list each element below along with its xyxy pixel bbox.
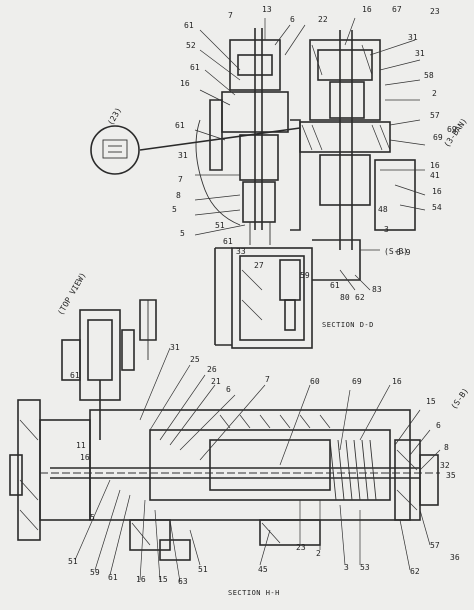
callout-number: 35: [446, 471, 456, 480]
callout-number: 45: [258, 565, 268, 574]
callout-number: 5: [180, 229, 185, 238]
callout-number: 69: [433, 133, 443, 142]
callout-number: 31: [415, 49, 425, 58]
callout-number: 23: [296, 543, 306, 552]
upper-valve-assembly: [139, 28, 416, 349]
callout-number: 23: [430, 7, 440, 16]
callout-number: 61: [223, 237, 233, 246]
callout-number: 54: [432, 203, 442, 212]
callout-number: 7: [265, 375, 270, 384]
callout-number: 62: [355, 293, 365, 302]
callout-number: 8: [444, 443, 449, 452]
lower-shaft-assembly: [9, 299, 440, 561]
callout-number: 61: [184, 21, 194, 30]
callout-number: 15: [426, 397, 436, 406]
callout-number: 52: [186, 41, 196, 50]
callout-number: 51: [215, 221, 225, 230]
callout-number: 61: [108, 573, 118, 582]
callout-number: 48: [378, 205, 388, 214]
callout-number: 3: [344, 563, 349, 572]
callout-number: 61: [330, 281, 340, 290]
callout-number: 6-9: [396, 248, 411, 257]
rotated-label-bottom-right: (S-B): [449, 386, 470, 411]
callout-number: 22: [318, 15, 328, 24]
callout-number: 57: [430, 541, 440, 550]
callout-number: 7: [178, 175, 183, 184]
callout-number: 41: [430, 171, 440, 180]
callout-number: 60: [310, 377, 320, 386]
callout-number: 3: [384, 225, 389, 234]
callout-number: 16: [430, 161, 440, 170]
callout-number: 15: [158, 575, 168, 584]
callout-number: 80: [340, 293, 350, 302]
callout-number: 6: [290, 15, 295, 24]
callout-number: 16: [392, 377, 402, 386]
callout-number: 27: [254, 261, 264, 270]
callout-number: 26: [207, 365, 217, 374]
callout-number: 5: [172, 205, 177, 214]
callout-leaders-lower: [74, 347, 441, 583]
callout-number: 7: [228, 11, 233, 20]
callout-number: 6: [226, 385, 231, 394]
callout-number: 16: [80, 453, 90, 462]
callout-number: 8: [176, 191, 181, 200]
callout-number: 11: [76, 441, 86, 450]
callout-number: 16: [362, 5, 372, 14]
callout-number: 61: [190, 63, 200, 72]
section-hh-title: SECTION H-H: [228, 589, 280, 597]
callout-number: 16: [180, 79, 190, 88]
callout-number: 63: [178, 577, 188, 586]
callout-number: 33: [236, 247, 246, 256]
callout-number: 16: [432, 187, 442, 196]
callout-number: 21: [211, 377, 221, 386]
callout-number: 83: [372, 285, 382, 294]
callout-number: 36: [450, 553, 460, 562]
callout-number: 16: [136, 575, 146, 584]
callout-number: 59: [300, 271, 310, 280]
callout-number: 53: [360, 563, 370, 572]
detail-label: (23): [106, 106, 123, 127]
callout-number: 51: [198, 565, 208, 574]
callout-number: 69: [447, 125, 457, 134]
callout-number: 2: [316, 549, 321, 558]
callout-number: 57: [430, 111, 440, 120]
callout-number: 61: [175, 121, 185, 130]
callout-number: 32: [440, 461, 450, 470]
callout-number: 61: [70, 371, 80, 380]
callout-number: 31: [178, 151, 188, 160]
callout-number: 2: [432, 89, 437, 98]
callout-number: 31: [408, 33, 418, 42]
callout-number: 59: [90, 568, 100, 577]
callout-number: 6: [436, 421, 441, 430]
callout-number: 67: [392, 5, 402, 14]
section-label-mid: (S-B): [384, 247, 408, 256]
section-dd-title: SECTION D-D: [322, 321, 374, 329]
callout-leaders-upper: [194, 17, 426, 291]
callout-number: 58: [424, 71, 434, 80]
callout-number: 51: [68, 557, 78, 566]
callout-number: 69: [352, 377, 362, 386]
callout-number: 25: [190, 355, 200, 364]
callout-number: 13: [262, 5, 272, 14]
detail-view-circle: (23): [90, 106, 140, 175]
callout-number: 5: [90, 513, 95, 522]
callout-number: 62: [410, 567, 420, 576]
callout-number: 31: [170, 343, 180, 352]
